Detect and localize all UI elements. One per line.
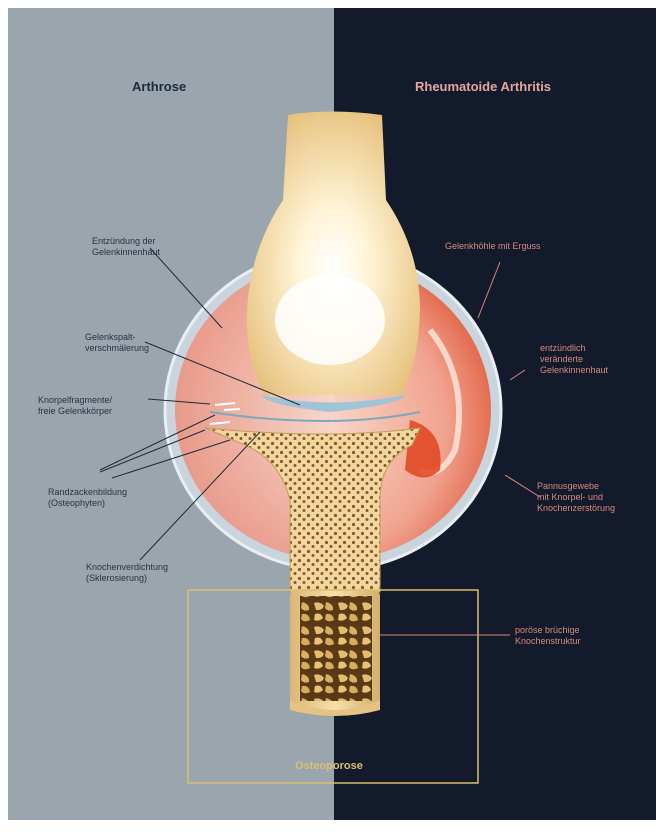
label-fragments: Knorpelfragmente/ freie Gelenkkörper bbox=[38, 395, 112, 417]
label-joint-gap: Gelenkspalt- verschmälerung bbox=[85, 332, 149, 354]
label-porous-bone: poröse brüchige Knochenstruktur bbox=[515, 625, 581, 647]
heading-arthrose: Arthrose bbox=[132, 79, 186, 94]
label-effusion: Gelenkhöhle mit Erguss bbox=[445, 241, 541, 252]
label-osteophytes: Randzackenbildung (Osteophyten) bbox=[48, 487, 127, 509]
label-pannus: Pannusgewebe mit Knorpel- und Knochenzer… bbox=[537, 481, 615, 514]
heading-osteoporose: Osteoporose bbox=[295, 760, 363, 772]
label-inflamed-membrane: entzündlich veränderte Gelenkinnenhaut bbox=[540, 343, 608, 376]
heading-rheumatoid-arthritis: Rheumatoide Arthritis bbox=[415, 79, 551, 94]
label-synovitis: Entzündung der Gelenkinnenhaut bbox=[92, 236, 160, 258]
label-sclerosis: Knochenverdichtung (Sklerosierung) bbox=[86, 562, 168, 584]
